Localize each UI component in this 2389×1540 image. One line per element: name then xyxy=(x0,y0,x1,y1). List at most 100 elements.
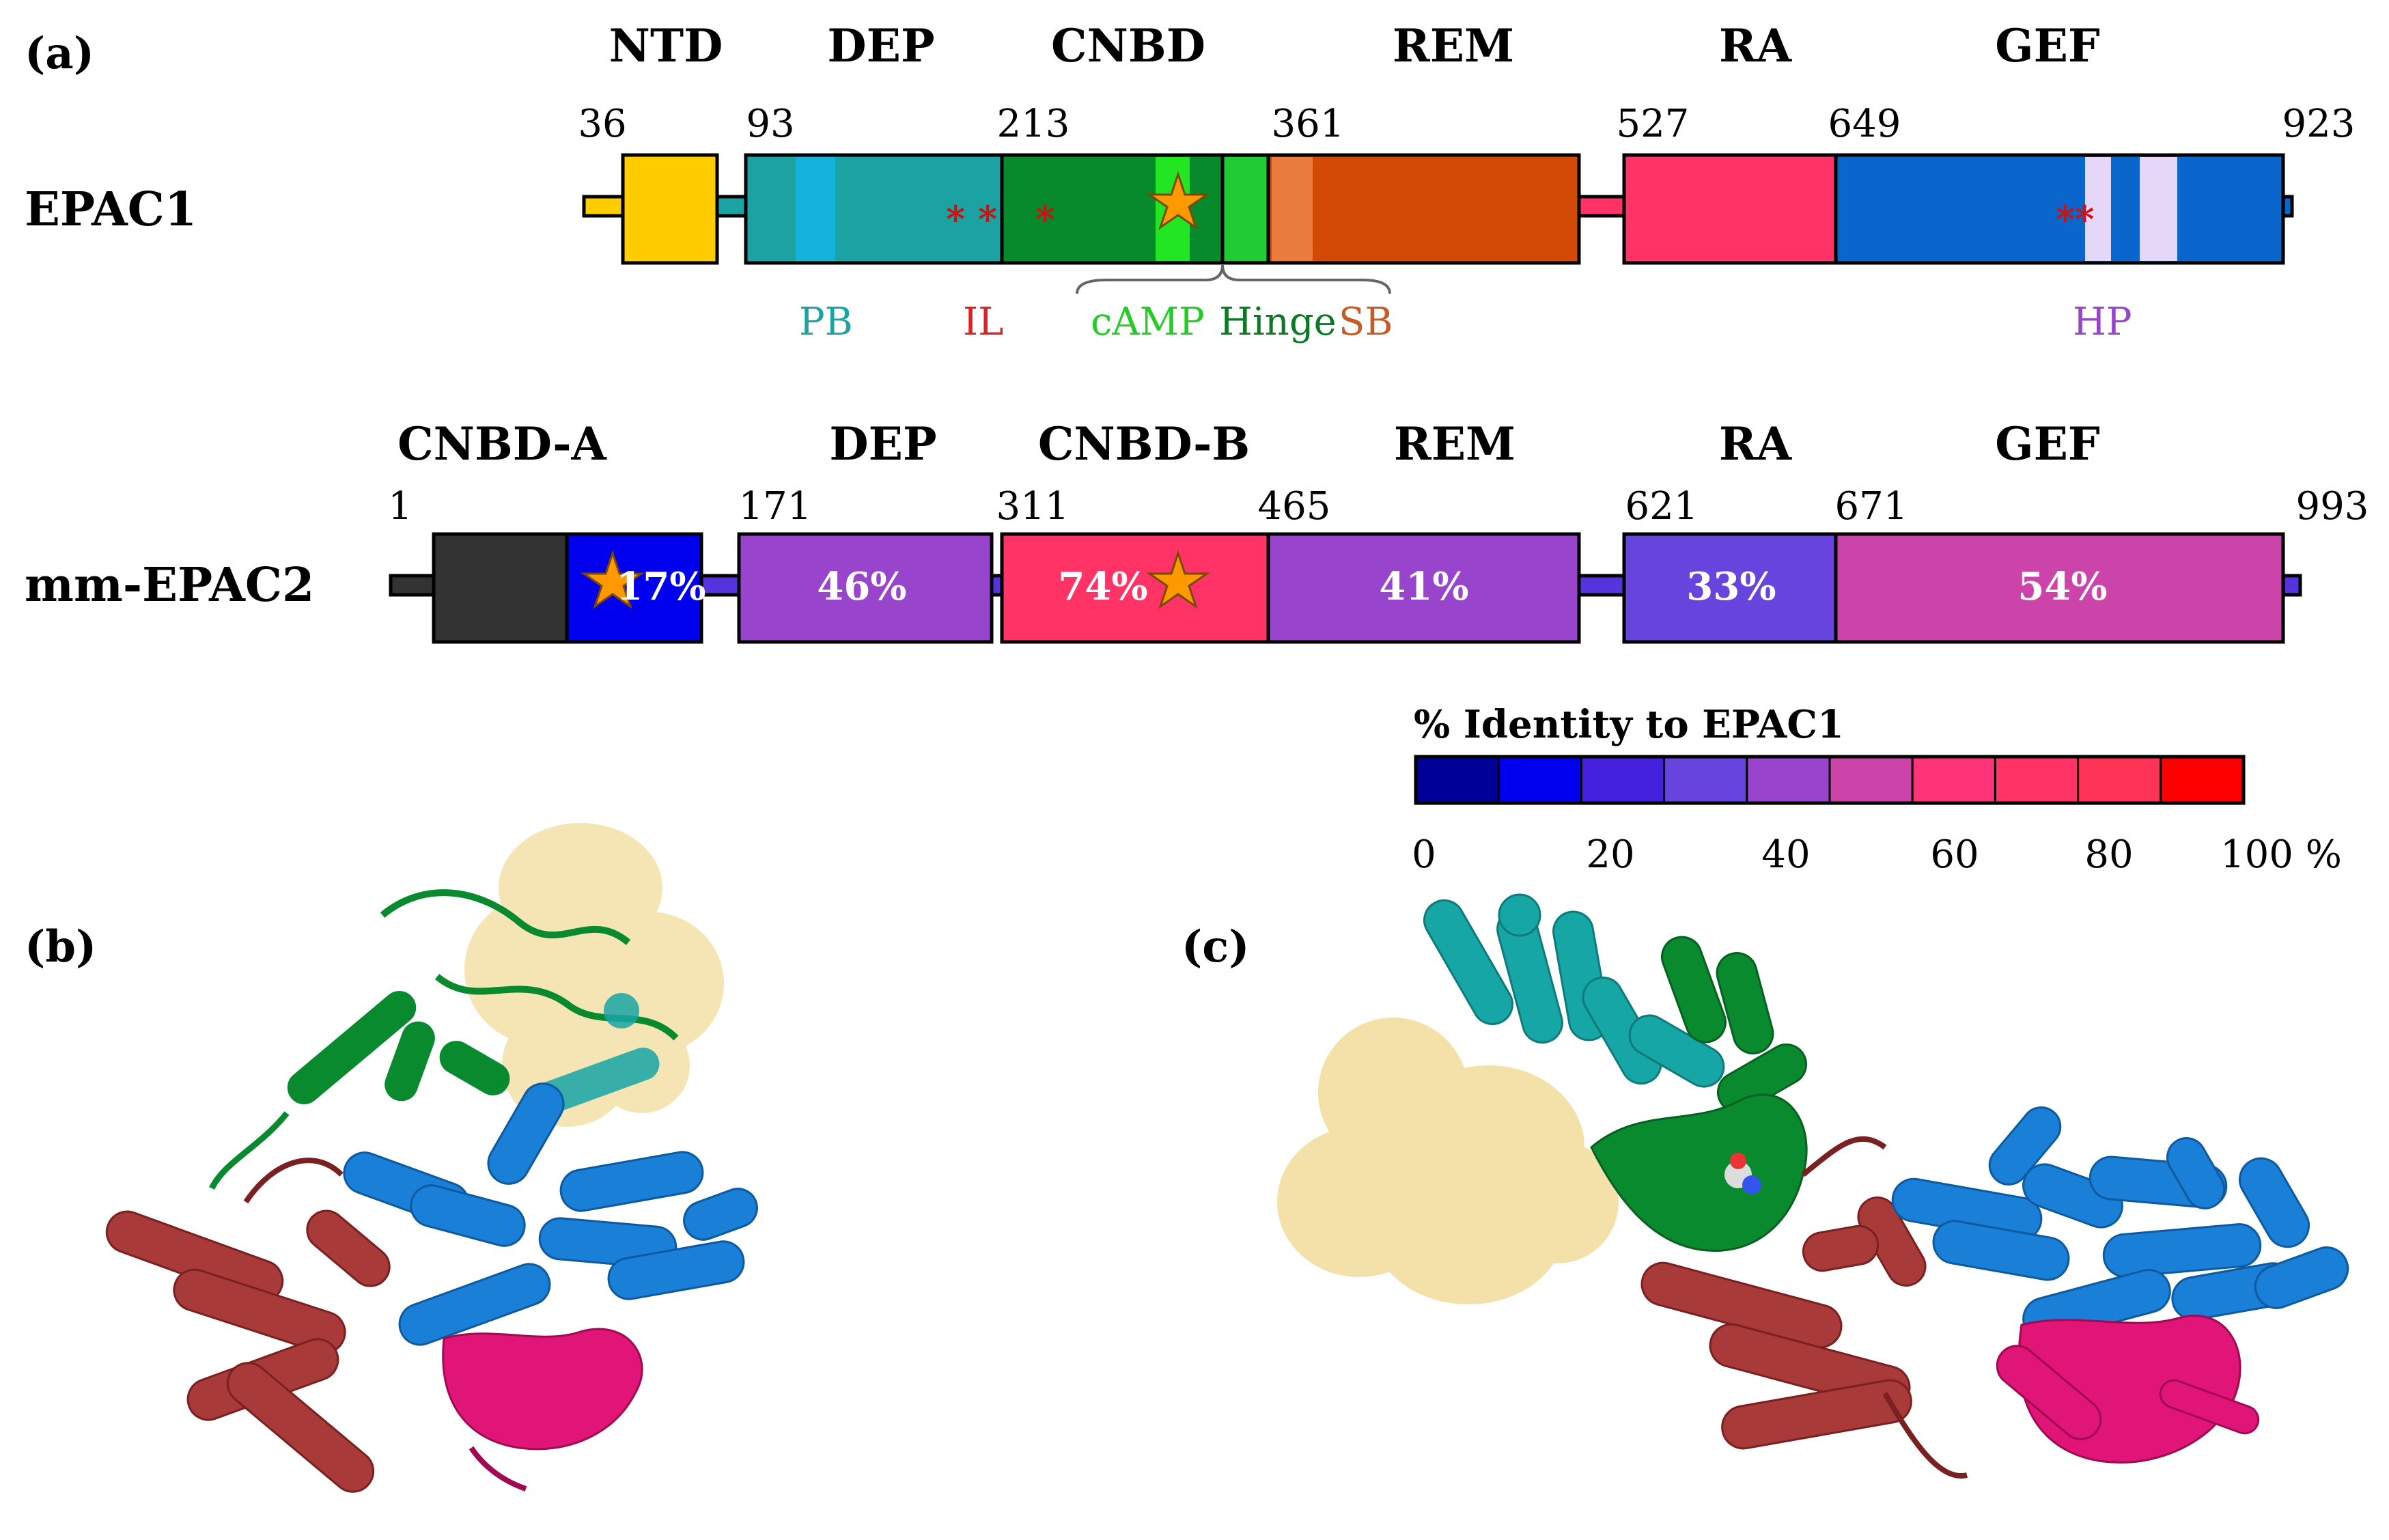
epac1-pos-527: 527 xyxy=(1617,102,1690,146)
epac2-dep-box xyxy=(737,532,994,644)
epac1-pb-region xyxy=(796,157,835,261)
epac1-pos-923: 923 xyxy=(2282,102,2356,146)
structure-c-rem xyxy=(1640,1136,1968,1479)
legend-colorbar xyxy=(1414,755,2245,804)
epac2-pos-1: 1 xyxy=(388,484,413,529)
structure-b-gef xyxy=(343,1082,758,1346)
structure-c-gef xyxy=(1891,1106,2349,1341)
epac1-linker-2 xyxy=(1576,195,1627,218)
legend-cell-4 xyxy=(1746,755,1831,804)
epac2-domain-titles: CNBD-A DEP CNBD-B REM RA GEF xyxy=(397,417,2100,471)
epac1-hinge-region xyxy=(1223,157,1267,261)
epac2-cnbd-a-box xyxy=(565,532,703,644)
epac1-rem-outline xyxy=(1266,153,1581,265)
epac1-gef-outline xyxy=(1834,153,2285,265)
epac1-domain-ra: RA xyxy=(1719,19,1792,72)
epac1-camp-hinge-bracket xyxy=(1076,264,1391,294)
legend-cell-3 xyxy=(1663,755,1748,804)
epac1-linker-start xyxy=(582,195,627,218)
epac2-linker-1 xyxy=(699,574,743,597)
legend-tick-80: 80 xyxy=(2084,832,2133,877)
epac1-domain-ntd: NTD xyxy=(609,19,723,72)
epac2-cnbd-b-box xyxy=(1000,532,1270,644)
epac1-domain-cnbd: CNBD xyxy=(1051,19,1205,72)
epac2-identity-rem: 41% xyxy=(1379,564,1468,609)
epac1-pos-36: 36 xyxy=(578,102,626,146)
legend-colorbar-outline xyxy=(1414,755,2246,805)
epac1-feature-camp: cAMP xyxy=(1091,300,1205,344)
epac2-linker-start xyxy=(389,574,437,597)
epac1-bar xyxy=(582,153,2294,265)
epac2-domain-dep: DEP xyxy=(829,417,936,471)
epac1-camp-star xyxy=(1146,171,1210,230)
structure-b-rem xyxy=(105,1158,391,1493)
structure-b xyxy=(105,823,758,1493)
epac2-identity-cnbd-a: 17% xyxy=(616,564,705,609)
epac1-gef-box xyxy=(1834,153,2285,265)
epac1-feature-hinge: Hinge xyxy=(1219,300,1337,344)
epac1-sb-region xyxy=(1272,157,1313,261)
epac1-positions: 36 93 213 361 527 649 923 xyxy=(578,102,2355,146)
epac1-pos-93: 93 xyxy=(746,102,794,146)
structure-c-surface xyxy=(1277,1018,1619,1304)
epac2-identity-cnbd-b: 74% xyxy=(1058,564,1147,609)
epac2-domain-cnbd-b: CNBD-B xyxy=(1038,417,1250,471)
epac2-domain-cnbd-a: CNBD-A xyxy=(397,417,606,471)
epac2-cnbd-a-star xyxy=(581,550,645,609)
epac2-cnbd-b-star xyxy=(1146,550,1210,609)
epac1-hp-region-2 xyxy=(2140,157,2177,261)
epac1-ntd-box xyxy=(621,153,719,265)
epac2-cnbd-a-dark xyxy=(432,532,569,644)
epac1-pos-649: 649 xyxy=(1828,102,1901,146)
panel-label-a: (a) xyxy=(25,28,94,79)
epac2-domain-rem: REM xyxy=(1394,417,1515,471)
legend-ticks: 0 20 40 60 80 100 % xyxy=(1412,832,2342,877)
epac1-feature-hp: HP xyxy=(2073,300,2132,344)
legend-title: % Identity to EPAC1 xyxy=(1414,702,1844,747)
epac1-ra-box xyxy=(1622,153,1838,265)
epac1-domain-gef: GEF xyxy=(1995,19,2100,72)
epac1-domain-rem: REM xyxy=(1393,19,1514,72)
epac1-domain-dep: DEP xyxy=(827,19,934,72)
epac1-domain-titles: NTD DEP CNBD REM RA GEF xyxy=(609,19,2100,72)
epac2-bar xyxy=(389,532,2302,644)
epac1-pos-213: 213 xyxy=(997,102,1070,146)
epac1-asterisks: * * * ** xyxy=(946,197,2094,241)
legend-tick-60: 60 xyxy=(1930,832,1979,877)
structure-c-dep xyxy=(1423,893,1725,1088)
legend-cell-8 xyxy=(2077,755,2162,804)
epac1-asterisk-dep: * * xyxy=(946,197,997,241)
epac1-dep-box xyxy=(744,153,1004,265)
panel-label-c: (c) xyxy=(1182,921,1250,972)
epac2-pos-671: 671 xyxy=(1835,484,1908,529)
epac2-pos-171: 171 xyxy=(739,484,812,529)
epac1-pos-361: 361 xyxy=(1272,102,1345,146)
epac2-pos-993: 993 xyxy=(2296,484,2369,529)
legend-cell-6 xyxy=(1911,755,1996,804)
epac1-rem-box xyxy=(1266,153,1581,265)
panel-label-b: (b) xyxy=(25,921,96,972)
epac1-feature-il: IL xyxy=(963,300,1003,344)
legend-cell-1 xyxy=(1497,755,1582,804)
epac2-identity-ra: 33% xyxy=(1686,564,1776,609)
structure-c-ra xyxy=(1996,1315,2260,1464)
structure-c-camp-ligand xyxy=(1724,1153,1761,1194)
epac2-gef-box xyxy=(1834,532,2285,644)
legend-cell-9 xyxy=(2160,755,2245,804)
epac2-pos-621: 621 xyxy=(1625,484,1699,529)
legend-cell-7 xyxy=(1994,755,2080,804)
epac1-feature-pb: PB xyxy=(799,300,853,344)
epac2-domain-ra: RA xyxy=(1719,417,1792,471)
legend-cell-5 xyxy=(1828,755,1914,804)
legend-cell-2 xyxy=(1580,755,1666,804)
epac2-identity-dep: 46% xyxy=(817,564,906,609)
legend-cell-0 xyxy=(1414,755,1500,804)
epac1-feature-labels: PB IL cAMP Hinge SB HP xyxy=(799,300,2132,344)
epac2-identity-gef: 54% xyxy=(2017,564,2107,609)
structure-c-cnbd xyxy=(1590,936,1808,1252)
epac2-positions: 1 171 311 465 621 671 993 xyxy=(388,484,2369,529)
structure-b-cnbd xyxy=(208,889,679,1190)
legend-tick-0: 0 xyxy=(1412,832,1436,877)
epac2-rem-box xyxy=(1266,532,1581,644)
